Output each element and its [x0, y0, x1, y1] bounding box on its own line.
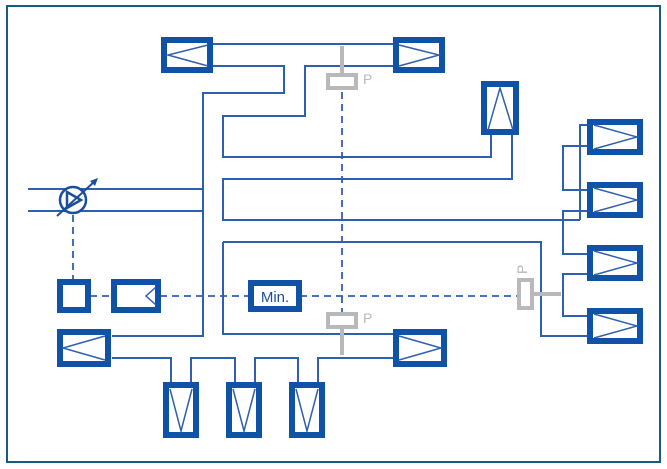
pressure-label-bottom: P [363, 310, 372, 326]
pipe-bottom-1 [190, 357, 236, 385]
pipe-bottom-2 [254, 357, 299, 385]
min-pressure-switch: Min. [248, 280, 302, 312]
min-label: Min. [261, 289, 289, 306]
pipe-lower-band [223, 241, 590, 337]
control-lines [72, 92, 518, 312]
pipe-middle-1 [222, 132, 580, 221]
pipe-pump-lower [28, 210, 204, 320]
valve-right-4 [587, 308, 643, 344]
valve-right-2 [587, 182, 643, 218]
pipe-bottom-left [112, 357, 172, 385]
pipe-right-manifold-c [562, 273, 590, 317]
valves: Min. [57, 37, 643, 438]
pipe-top-left-branch [112, 65, 285, 337]
valve-bottom-cyl-1 [163, 382, 199, 438]
pipe-right-manifold-b [562, 210, 590, 255]
pressure-valve-right: P [514, 265, 561, 310]
pipe-bottom-3 [317, 357, 396, 385]
pressure-label-top: P [363, 71, 372, 87]
valve-bottom-left [57, 329, 111, 367]
pressure-valves: P P P [326, 46, 561, 355]
valve-top-right [393, 37, 445, 73]
valve-top-left [161, 37, 213, 73]
variable-pump [56, 178, 98, 217]
directional-block [111, 279, 161, 313]
pipe-middle-2 [579, 124, 590, 220]
pressure-valve-bottom: P [326, 310, 372, 355]
valve-bottom-cyl-3 [289, 382, 325, 438]
valve-right-3 [587, 245, 643, 281]
sensor-square [57, 279, 91, 313]
valve-bottom-cyl-2 [226, 382, 262, 438]
pipe-lines [28, 43, 590, 385]
valve-top-vertical [481, 81, 519, 135]
pipe-right-manifold-a [562, 145, 590, 191]
pressure-valve-top: P [326, 46, 372, 90]
pump-arrow-head-icon [90, 178, 98, 186]
pipe-top-right-branch [222, 65, 492, 158]
pressure-label-right: P [514, 265, 530, 274]
pump-triangle-icon [65, 189, 84, 211]
valve-middle-right [393, 329, 447, 367]
pump-adjust-arrow-icon [56, 180, 96, 217]
valve-right-1 [587, 119, 643, 155]
pipe-lower-return [222, 242, 396, 335]
diagram-frame [6, 5, 661, 463]
